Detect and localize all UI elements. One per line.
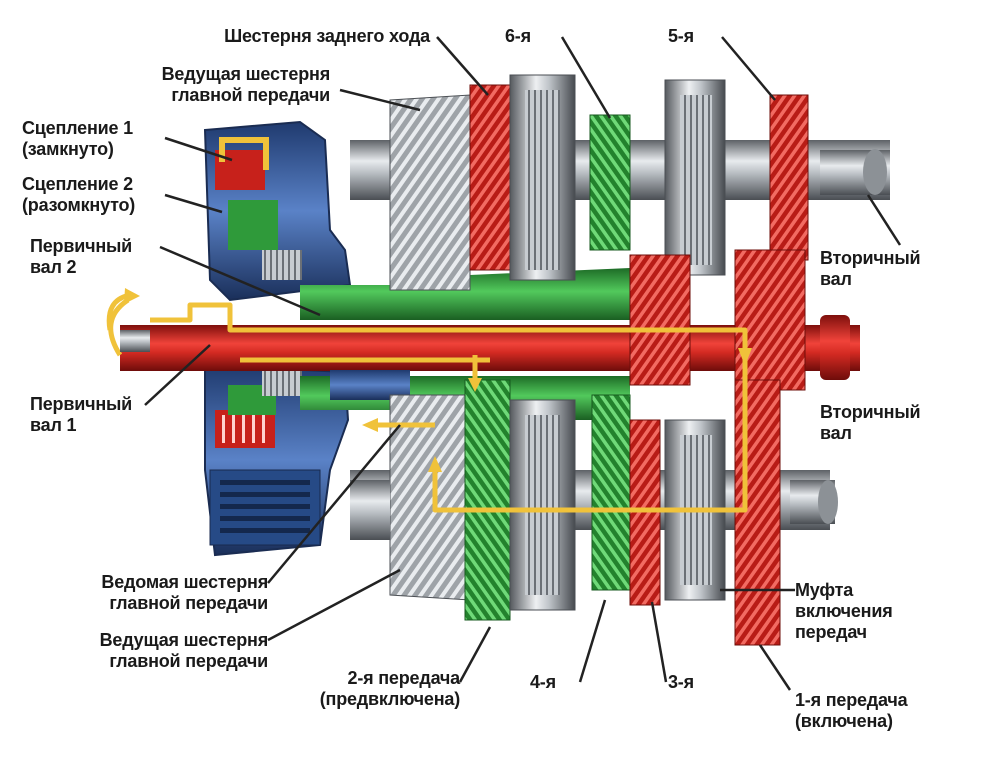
input-stub — [120, 330, 150, 352]
label-first-gear: 1-я передача (включена) — [795, 690, 908, 732]
label-gear-coupling: Муфта включения передач — [795, 580, 893, 643]
label-text: Шестерня заднего хода — [224, 26, 430, 46]
label-clutch-2: Сцепление 2 (разомкнуто) — [22, 174, 135, 216]
label-fourth: 4-я — [530, 672, 556, 693]
first-drive-gear — [629, 254, 691, 386]
label-text: вал 1 — [30, 415, 77, 435]
label-drive-main-gear-bottom: Ведущая шестерня главной передачи — [60, 630, 269, 672]
label-text: Вторичный — [820, 248, 921, 268]
label-text: Муфта — [795, 580, 854, 600]
label-text: (разомкнуто) — [22, 195, 136, 215]
power-flow-arrowheads — [124, 288, 752, 472]
label-text: 4-я — [530, 672, 556, 692]
label-text: включения — [795, 601, 893, 621]
label-text: Ведущая шестерня — [99, 630, 269, 650]
label-text: (включена) — [795, 711, 893, 731]
second-gear — [464, 379, 511, 621]
label-text: (предвключена) — [319, 689, 460, 709]
label-secondary-shaft-top: Вторичный вал — [820, 248, 921, 290]
label-text: 5-я — [668, 26, 694, 46]
fourth-gear — [591, 394, 631, 591]
main-drive-gear-top — [389, 94, 471, 291]
fifth-gear — [769, 94, 809, 261]
label-text: 3-я — [668, 672, 694, 692]
reverse-gear — [469, 84, 511, 271]
label-text: Вторичный — [820, 402, 921, 422]
label-text: главной передачи — [109, 593, 268, 613]
label-sixth: 6-я — [505, 26, 531, 47]
label-text: главной передачи — [109, 651, 268, 671]
label-reverse-gear: Шестерня заднего хода — [170, 26, 430, 47]
label-fifth: 5-я — [668, 26, 694, 47]
rotation-arrow — [108, 297, 130, 357]
label-text: 6-я — [505, 26, 531, 46]
label-main-drive-top: Ведущая шестерня главной передачи — [130, 64, 331, 106]
clutch-housing — [203, 120, 352, 557]
label-primary-shaft-2: Первичный вал 2 — [30, 236, 132, 278]
label-clutch-1: Сцепление 1 (замкнуто) — [22, 118, 133, 160]
label-second-gear: 2-я передача (предвключена) — [280, 668, 460, 710]
label-text: Сцепление 1 — [22, 118, 133, 138]
label-driven-main-gear: Ведомая шестерня главной передачи — [60, 572, 268, 614]
label-secondary-shaft-bottom: Вторичный вал — [820, 402, 921, 444]
label-text: вал — [820, 269, 852, 289]
label-text: Первичный — [30, 394, 133, 414]
label-text: вал 2 — [30, 257, 77, 277]
label-text: главной передачи — [171, 85, 330, 105]
leader-lines — [144, 36, 902, 691]
label-text: 1-я передача — [795, 690, 908, 710]
label-text: (замкнуто) — [22, 139, 114, 159]
sixth-gear — [589, 114, 631, 251]
label-text: Первичный — [30, 236, 133, 256]
label-text: Сцепление 2 — [22, 174, 133, 194]
label-primary-shaft-1: Первичный вал 1 — [30, 394, 132, 436]
label-text: Ведущая шестерня — [161, 64, 331, 84]
label-text: передач — [795, 622, 867, 642]
label-third: 3-я — [668, 672, 694, 693]
label-text: Ведомая шестерня — [101, 572, 268, 592]
label-text: вал — [820, 423, 852, 443]
label-text: 2-я передача — [347, 668, 461, 688]
